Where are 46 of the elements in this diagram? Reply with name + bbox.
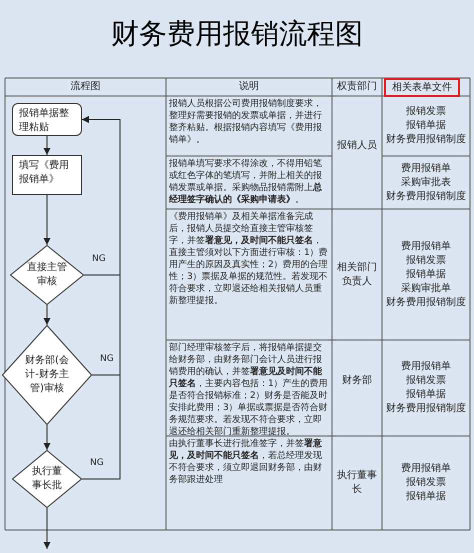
decision-diamond xyxy=(10,245,84,305)
arrow xyxy=(44,194,50,246)
arrow xyxy=(44,304,50,326)
form-name-text: 采购审批单 xyxy=(400,282,452,296)
column-header: 说明 xyxy=(238,81,260,94)
title: 财务费用报销流程图 xyxy=(110,16,364,52)
form-name-text: 报销发票 xyxy=(405,476,447,490)
form-name-text: 财务费用报销制度 xyxy=(385,402,467,416)
description-text: 《费用报销单》及相关单据准备完成后，报销人员提交给直接主管审核签字，并签署意见，及时间不能只签名，直接主管须对以下方面进行审核：1）费用产生的原因及真实性；2）费用的合理性；3）票据及单据的规范性。若发现不符合要求，立即退还给相关报销人员重新整理提报。 xyxy=(169,211,329,307)
department-text: 执行董事长 xyxy=(336,469,378,497)
form-name-text: 报销发票 xyxy=(405,374,447,388)
department-text: 相关部门负责人 xyxy=(336,260,378,288)
form-name-text: 费用报销单 xyxy=(400,360,452,374)
column-header: 权责部门 xyxy=(336,81,378,94)
department-text: 报销人员 xyxy=(336,138,378,152)
form-name-text: 财务费用报销制度 xyxy=(385,190,467,204)
form-name-text: 报销单据 xyxy=(405,268,447,282)
form-name-text: 财务费用报销制度 xyxy=(385,296,467,310)
form-name-text: 报销单据 xyxy=(405,119,447,133)
arrow xyxy=(44,508,50,550)
form-name-text: 费用报销单 xyxy=(400,462,452,476)
step-label: 执行董事长批 xyxy=(31,465,63,493)
description-text: 报销人员根据公司费用报销制度要求，整理好需要报销的发票或单据，并进行整齐粘贴。根据报销内容填写《费用报销单》。 xyxy=(169,98,323,146)
decision-diamond xyxy=(12,450,82,508)
description-text: 部门经理审核签字后，将报销单据提交给财务部，由财务部门会计人员进行报销费用的确认，并签署意见及时间不能只签名，主要内容包括：1）产生的费用是否符合报销标准；2）财务是否能及时安排此费用；3）单据或票据是否符合财务规范要求。若发现不符合要求，立即退还给相关部门重新整理提报。 xyxy=(169,342,329,438)
step-label: 直接主管审核 xyxy=(26,261,68,289)
column-header: 流程图 xyxy=(70,81,102,94)
form-name-text: 费用报销单 xyxy=(400,162,452,176)
process-box: 报销单据整理粘贴 xyxy=(12,103,82,136)
arrow xyxy=(44,424,50,450)
form-name-text: 费用报销单 xyxy=(400,240,452,254)
process-box: 填写《费用报销单》 xyxy=(12,155,82,195)
description-text: 报销单填写要求不得涂改，不得用铅笔或红色字体的笔填写，并附上相关的报销发票或单据。采购物品报销需附上总经理签字确认的《采购申请表》。 xyxy=(169,158,323,206)
decision-diamond xyxy=(2,325,92,425)
form-name-text: 报销单据 xyxy=(405,490,447,504)
arrow xyxy=(82,116,120,480)
form-name-text: 报销发票 xyxy=(405,105,447,119)
form-name-text: 报销发票 xyxy=(405,254,447,268)
form-name-text: 财务费用报销制度 xyxy=(385,133,467,147)
form-name-text: 采购审批表 xyxy=(400,176,452,190)
step-label: 财务部(会计-财务主管)审核 xyxy=(24,354,70,396)
form-name-text: 报销单据 xyxy=(405,388,447,402)
arrow xyxy=(44,136,50,156)
highlighted-column-header: 相关表单文件 xyxy=(384,78,460,97)
department-text: 财务部 xyxy=(341,374,373,388)
description-text: 由执行董事长进行批准签字，并签署意见，及时间不能只签名，若总经理发现不符合要求，须立即退回财务部，由财务部跟进处理 xyxy=(169,438,323,486)
